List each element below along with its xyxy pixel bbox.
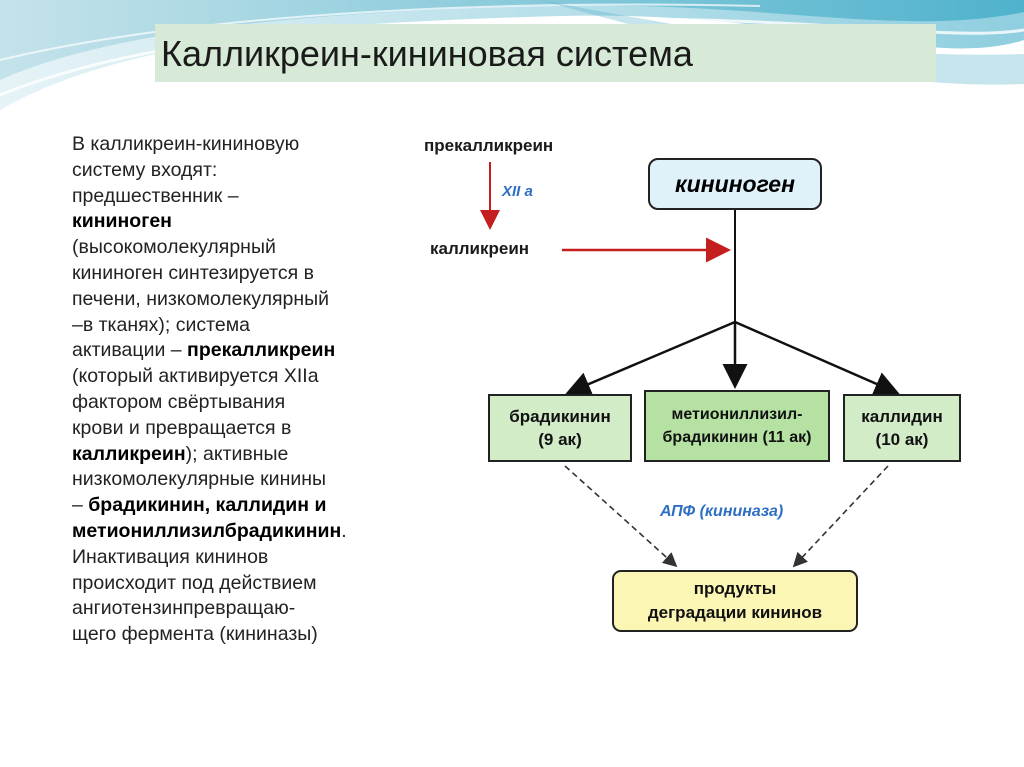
text-line: активации – прекалликреин <box>72 339 336 362</box>
dashed-arrow-right <box>792 465 889 568</box>
body-text: В калликреин-кининовую систему входят: п… <box>72 132 408 648</box>
xiia-label: XII a <box>502 183 533 200</box>
text-line: предшественник – <box>72 184 239 207</box>
metionyllysyl-bradykinin-node: метиониллизил- брадикинин (11 ак) <box>644 390 830 462</box>
met-count: брадикинин (11 ак) <box>662 429 812 446</box>
kallikrein-label: калликреин <box>430 239 530 258</box>
kallidin-name: каллидин <box>861 407 943 426</box>
text-line: Инактивация кининов <box>72 545 269 568</box>
branch-arrow-kallidin <box>734 320 900 396</box>
dashed-arrow-left <box>564 465 678 568</box>
text-line: щего фермента (кининазы) <box>72 623 318 646</box>
bradykinin-count: (9 ак) <box>538 430 582 449</box>
text-line: В калликреин-кининовую <box>72 133 300 155</box>
bradykinin-node: брадикинин (9 ак) <box>488 394 632 462</box>
text-line: ангиотензинпревращаю- <box>72 597 296 620</box>
bradykinin-name: брадикинин <box>509 407 611 426</box>
bold-term: брадикинин, каллидин и <box>88 494 327 517</box>
degradation-products-node: продукты деградации кининов <box>612 570 858 632</box>
text-line: кининоген <box>72 209 408 235</box>
branch-arrow-bradykinin <box>565 320 736 396</box>
bold-term: калликреин <box>72 442 186 465</box>
text-line: –в тканях); система <box>72 313 250 336</box>
text-line: метиониллизилбрадикинин. <box>72 519 347 542</box>
text-line: калликреин); активные <box>72 442 289 465</box>
text-line: крови и превращается в <box>72 416 292 439</box>
title-banner: Калликреин-кининовая система <box>155 24 936 82</box>
bold-term: прекалликреин <box>187 339 336 362</box>
kininogen-node: кининоген <box>648 158 822 210</box>
bold-term: кининоген <box>72 210 172 233</box>
kallidin-node: каллидин (10 ак) <box>843 394 961 462</box>
text-line: происходит под действием <box>72 571 317 594</box>
text-line: – брадикинин, каллидин и <box>72 494 327 517</box>
ace-kininase-label: АПФ (кининаза) <box>660 503 784 520</box>
text-line: кининоген синтезируется в <box>72 261 314 284</box>
prekallikrein-label: прекалликреин <box>424 136 554 155</box>
text-line: фактором свёртывания <box>72 390 286 413</box>
text-line: низкомолекулярные кинины <box>72 468 327 491</box>
kallidin-count: (10 ак) <box>875 430 929 449</box>
slide-title: Калликреин-кининовая система <box>161 33 693 74</box>
text-line: (высокомолекулярный <box>72 236 276 259</box>
text-line: систему входят: <box>72 158 218 181</box>
text-line: (который активируется XIIa <box>72 365 319 388</box>
met-name: метиониллизил- <box>671 406 803 423</box>
text-line: печени, низкомолекулярный <box>72 287 330 310</box>
bold-term: метиониллизилбрадикинин <box>72 519 342 542</box>
